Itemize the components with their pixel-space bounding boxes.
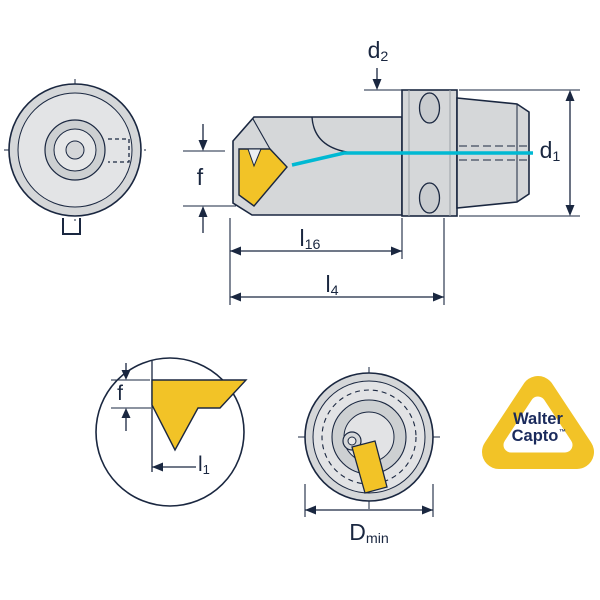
threading-insert-side <box>238 148 288 207</box>
dimension-l4 <box>230 218 445 305</box>
f-detail-arrowhead-top <box>121 370 131 380</box>
end-view <box>4 79 146 235</box>
insert-thread-notch <box>247 148 262 168</box>
flange-groove-bottom <box>418 182 441 214</box>
l16-arrowhead-right <box>391 246 402 256</box>
coolant-channel-line <box>291 151 533 167</box>
dimension-l16 <box>229 218 403 305</box>
dimension-d2 <box>364 68 402 91</box>
logo-trademark: ™ <box>559 429 566 436</box>
front-view <box>298 367 440 517</box>
d1-arrowhead-top <box>565 90 575 101</box>
flange-groove-top <box>418 92 441 124</box>
hidden-keyslot-bracket <box>108 138 130 163</box>
f-detail-arrowhead-bottom <box>121 408 131 418</box>
l1-arrowhead <box>152 462 163 472</box>
logo-text-walter: Walter <box>513 410 563 428</box>
dmin-arrowhead-right <box>422 505 433 515</box>
walter-capto-logo: Walter Capto ™ <box>482 376 594 469</box>
insert-profile-detail <box>151 379 248 452</box>
capto-polygon-inner <box>503 396 573 453</box>
clamp-edge-line <box>252 118 271 150</box>
l16-arrowhead-left <box>230 246 241 256</box>
insert-front-view <box>351 440 388 494</box>
f-arrowhead-bottom <box>198 206 208 217</box>
d2-arrowhead <box>372 79 382 90</box>
dimension-f-side <box>183 124 236 233</box>
dimension-d1 <box>459 89 580 217</box>
insert-detail-view <box>95 357 248 507</box>
center-hole-circle <box>65 140 85 160</box>
d1-arrowhead-bottom <box>565 205 575 216</box>
dmin-arrowhead-left <box>305 505 316 515</box>
l4-arrowhead-left <box>230 292 241 302</box>
clamp-screw-center <box>347 436 357 446</box>
drive-slot-symbol <box>62 218 81 235</box>
l4-arrowhead-right <box>433 292 444 302</box>
f-arrowhead-top <box>198 140 208 151</box>
logo-text-capto: Capto <box>512 427 559 445</box>
side-view <box>232 89 533 217</box>
